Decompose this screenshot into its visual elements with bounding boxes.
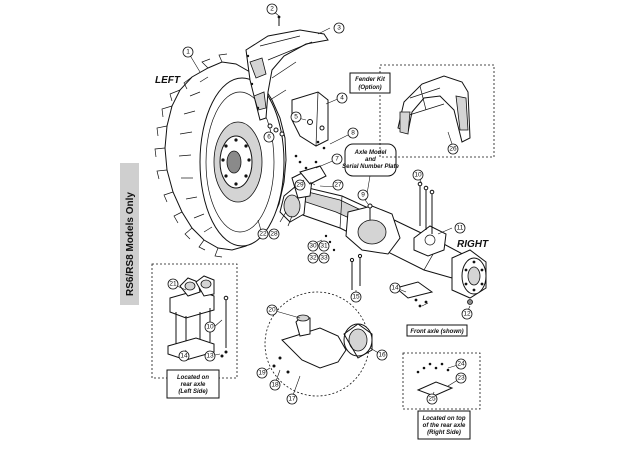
svg-text:10: 10 xyxy=(414,172,422,179)
callout-8: 8 xyxy=(347,127,359,139)
svg-text:21: 21 xyxy=(169,281,177,288)
callout-20: 20 xyxy=(266,304,278,316)
svg-text:4: 4 xyxy=(340,95,344,102)
svg-text:3: 3 xyxy=(337,25,341,32)
link-inset xyxy=(264,291,373,397)
front-axle-label-box: Front axle (shown) xyxy=(406,324,468,337)
callout-22: 22 xyxy=(257,228,269,240)
callout-24: 24 xyxy=(455,358,467,370)
svg-text:23: 23 xyxy=(457,375,465,382)
svg-text:9: 9 xyxy=(361,192,365,199)
callout-30: 30 xyxy=(307,240,319,252)
callout-33: 33 xyxy=(318,252,330,264)
svg-text:22: 22 xyxy=(259,231,267,238)
svg-text:33: 33 xyxy=(320,255,328,262)
callout-31: 31 xyxy=(318,240,330,252)
svg-text:30: 30 xyxy=(309,243,317,250)
callout-11: 11 xyxy=(454,222,466,234)
svg-text:28: 28 xyxy=(270,231,278,238)
svg-text:15: 15 xyxy=(352,294,360,301)
svg-text:32: 32 xyxy=(309,255,317,262)
fender-kit-line1: Fender Kit xyxy=(355,77,386,83)
svg-text:14: 14 xyxy=(180,353,188,360)
callout-3: 3 xyxy=(333,22,345,34)
svg-text:11: 11 xyxy=(457,225,464,232)
svg-text:6: 6 xyxy=(267,134,271,141)
callout-27: 27 xyxy=(332,179,344,191)
fender-bracket xyxy=(267,15,329,170)
axle-plate-box: Axle Model and Serial Number Plate xyxy=(342,143,400,201)
axle-plate-line1: Axle Model xyxy=(354,150,387,156)
callout-5: 5 xyxy=(290,111,302,123)
callout-10-inset: 10 xyxy=(204,321,216,333)
svg-text:13: 13 xyxy=(206,353,214,360)
fender-kit-line2: (Option) xyxy=(358,85,381,91)
svg-text:12: 12 xyxy=(463,311,471,318)
svg-text:10: 10 xyxy=(206,324,214,331)
callout-17: 17 xyxy=(286,393,298,405)
callout-29: 29 xyxy=(294,179,306,191)
svg-text:20: 20 xyxy=(268,307,276,314)
rear-right-line3: (Right Side) xyxy=(427,430,461,436)
tire-assembly xyxy=(154,53,287,258)
rear-right-line1: Located on top xyxy=(423,416,466,422)
svg-text:24: 24 xyxy=(457,361,465,368)
axle-plate-line2: and xyxy=(365,157,376,163)
callout-2: 2 xyxy=(266,3,278,15)
callout-25: 25 xyxy=(426,393,438,405)
callout-21: 21 xyxy=(167,278,179,290)
svg-text:25: 25 xyxy=(428,396,436,403)
svg-text:29: 29 xyxy=(296,182,304,189)
model-banner: RS6/RS8 Models Only xyxy=(120,163,139,305)
svg-text:27: 27 xyxy=(334,182,342,189)
callout-14-axle: 14 xyxy=(389,282,401,294)
callout-7: 7 xyxy=(331,153,343,165)
callout-18: 18 xyxy=(269,379,281,391)
rear-right-inset: Located on top of the rear axle (Right S… xyxy=(402,352,481,440)
svg-text:19: 19 xyxy=(258,370,266,377)
callout-15: 15 xyxy=(350,291,362,303)
callout-16: 16 xyxy=(376,349,388,361)
axle-plate-line3: Serial Number Plate xyxy=(342,164,399,170)
svg-text:26: 26 xyxy=(449,146,457,153)
svg-text:18: 18 xyxy=(271,382,279,389)
callout-12: 12 xyxy=(461,308,473,320)
fender-kit-inset: Fender Kit (Option) xyxy=(349,64,495,158)
callout-23: 23 xyxy=(455,372,467,384)
rear-left-line3: (Left Side) xyxy=(178,389,207,395)
svg-text:5: 5 xyxy=(294,114,298,121)
callout-9: 9 xyxy=(357,189,369,201)
svg-text:31: 31 xyxy=(320,243,328,250)
svg-text:14: 14 xyxy=(391,285,399,292)
rear-right-line2: of the rear axle xyxy=(423,423,466,429)
callout-6: 6 xyxy=(263,131,275,143)
left-label: LEFT xyxy=(155,75,181,86)
svg-text:1: 1 xyxy=(186,49,190,56)
svg-text:2: 2 xyxy=(270,6,274,13)
model-banner-text: RS6/RS8 Models Only xyxy=(125,192,136,296)
rear-left-inset: Located on rear axle (Left Side) xyxy=(151,263,238,399)
callout-4: 4 xyxy=(336,92,348,104)
callout-1: 1 xyxy=(182,46,194,58)
callout-10-axle: 10 xyxy=(412,169,424,181)
axle-assembly xyxy=(279,165,487,308)
svg-text:17: 17 xyxy=(288,396,296,403)
callout-26: 26 xyxy=(447,143,459,155)
right-label: RIGHT xyxy=(457,239,489,250)
svg-text:16: 16 xyxy=(378,352,386,359)
callout-32: 32 xyxy=(307,252,319,264)
svg-text:7: 7 xyxy=(335,156,339,163)
callout-28: 28 xyxy=(268,228,280,240)
svg-text:8: 8 xyxy=(351,130,355,137)
callout-13: 13 xyxy=(204,350,216,362)
callout-19: 19 xyxy=(256,367,268,379)
fender xyxy=(245,29,329,121)
front-axle-label: Front axle (shown) xyxy=(410,329,463,335)
rear-left-line1: Located on xyxy=(177,375,209,381)
callout-14-inset: 14 xyxy=(178,350,190,362)
rear-left-line2: rear axle xyxy=(181,382,206,388)
